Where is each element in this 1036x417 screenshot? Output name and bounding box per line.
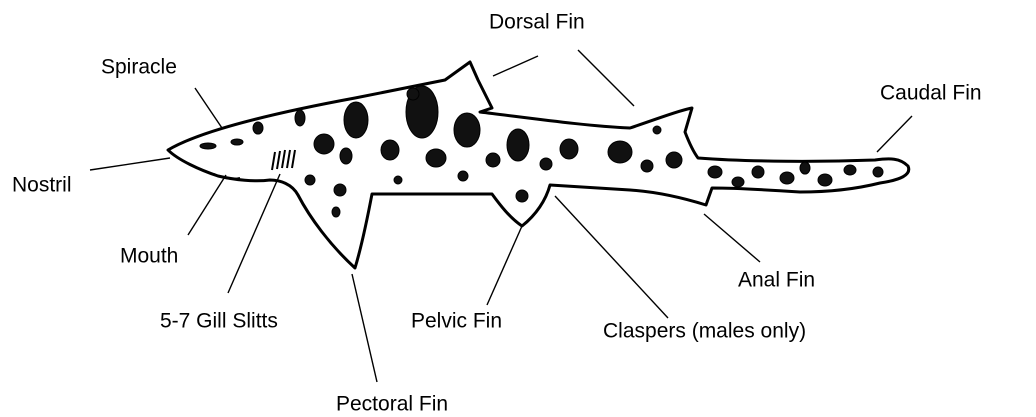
spot xyxy=(200,143,216,149)
label-dorsal-fin: Dorsal Fin xyxy=(489,12,585,33)
spot xyxy=(394,176,402,184)
spot xyxy=(507,129,529,161)
label-pelvic-fin: Pelvic Fin xyxy=(411,311,502,332)
spot xyxy=(560,139,578,159)
spot xyxy=(653,126,661,134)
spot xyxy=(340,148,352,164)
pointer-mouth xyxy=(188,175,226,235)
spot xyxy=(231,139,243,145)
spot xyxy=(305,175,315,185)
pointer-spiracle xyxy=(195,88,222,128)
pointer-gill-slits xyxy=(228,174,280,293)
shark-body-outline xyxy=(168,62,909,268)
label-caudal-fin: Caudal Fin xyxy=(880,83,982,104)
pointer-pectoral-fin xyxy=(352,274,377,382)
pointer-anal-fin xyxy=(704,214,760,262)
spot xyxy=(426,149,446,167)
spot xyxy=(407,88,419,100)
spot xyxy=(334,184,346,196)
pointer-pelvic-fin xyxy=(487,226,522,305)
label-spiracle: Spiracle xyxy=(101,57,177,78)
pointer-caudal-fin xyxy=(877,116,912,152)
pointer-dorsal-fin-1 xyxy=(493,56,538,76)
spot xyxy=(844,165,856,175)
spot xyxy=(608,141,632,163)
spot xyxy=(818,174,832,186)
spot xyxy=(666,152,682,168)
spot xyxy=(381,140,399,160)
label-gill-slits: 5-7 Gill Slitts xyxy=(160,311,278,332)
pointer-dorsal-fin-2 xyxy=(578,50,634,106)
spot xyxy=(516,190,528,202)
pointer-nostril xyxy=(90,158,170,170)
spot xyxy=(540,158,552,170)
spot xyxy=(295,110,305,126)
spot xyxy=(752,166,764,178)
spot xyxy=(486,153,500,167)
label-anal-fin: Anal Fin xyxy=(738,270,815,291)
label-mouth: Mouth xyxy=(120,246,178,267)
pointer-claspers xyxy=(555,196,668,318)
spot xyxy=(458,171,468,181)
spot xyxy=(641,160,653,172)
spot xyxy=(732,177,744,187)
spot xyxy=(800,162,810,174)
spot xyxy=(708,166,722,178)
spot xyxy=(873,167,883,177)
spot xyxy=(780,172,794,184)
label-pectoral-fin: Pectoral Fin xyxy=(336,394,448,415)
spot xyxy=(332,207,340,217)
spot xyxy=(344,102,368,138)
spot xyxy=(314,134,334,154)
spot xyxy=(454,113,480,147)
spot xyxy=(253,122,263,134)
label-nostril: Nostril xyxy=(12,175,72,196)
label-claspers: Claspers (males only) xyxy=(603,321,806,342)
